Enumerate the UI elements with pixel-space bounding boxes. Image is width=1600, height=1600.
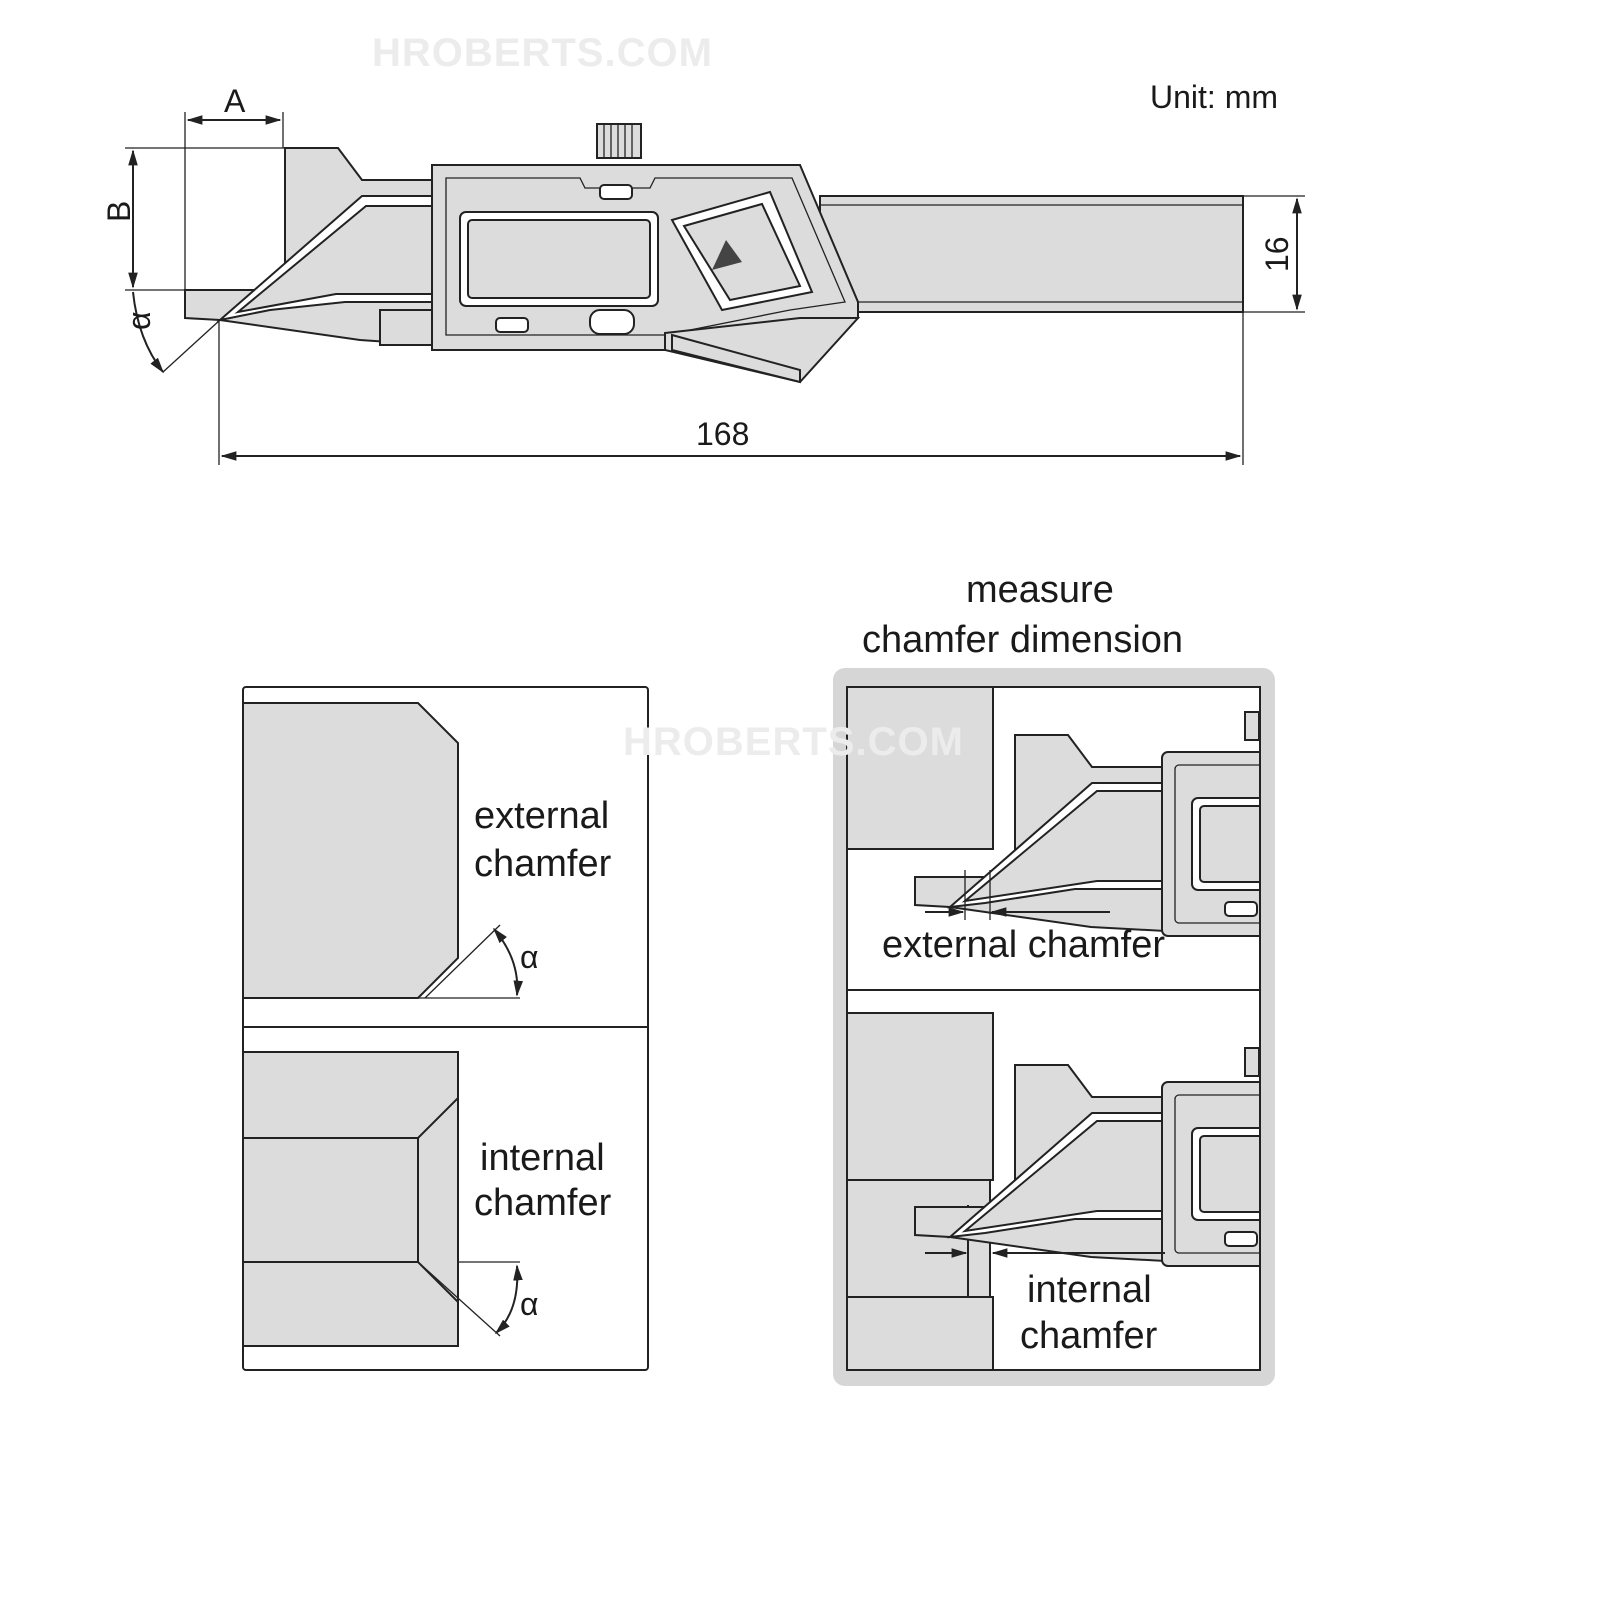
external-chamfer-label: external xyxy=(474,795,609,837)
measure-chamfer-panel: external chamfer internal chamfer xyxy=(833,668,1275,1386)
internal-alpha-label: α xyxy=(520,1286,539,1322)
internal-chamfer-example-label: chamfer xyxy=(1020,1315,1158,1357)
right-panel-title: chamfer dimension xyxy=(862,619,1183,661)
dimension-length-label: 168 xyxy=(696,416,749,452)
lcd-display xyxy=(467,219,651,299)
right-panel-title: measure xyxy=(966,569,1114,611)
internal-chamfer-label: chamfer xyxy=(474,1182,612,1224)
external-chamfer-example-label: external chamfer xyxy=(882,924,1165,966)
unit-label: Unit: mm xyxy=(1150,79,1278,115)
triangle-logo-icon xyxy=(712,240,742,270)
dimension-height-label: 16 xyxy=(1259,236,1295,272)
internal-chamfer-example-label: internal xyxy=(1027,1269,1152,1311)
caliper-drawing: A B α 16 168 xyxy=(101,83,1305,465)
internal-chamfer-label: internal xyxy=(480,1137,605,1179)
dimension-a-label: A xyxy=(224,83,246,119)
external-chamfer-label: chamfer xyxy=(474,843,612,885)
watermark: HROBERTS.COM xyxy=(372,31,713,75)
dimension-alpha-label: α xyxy=(121,312,157,331)
watermark: HROBERTS.COM xyxy=(623,720,964,764)
external-alpha-label: α xyxy=(520,939,539,975)
chamfer-types-panel: external chamfer α internal chamfer α xyxy=(242,686,649,1371)
dimension-b-label: B xyxy=(101,201,137,222)
